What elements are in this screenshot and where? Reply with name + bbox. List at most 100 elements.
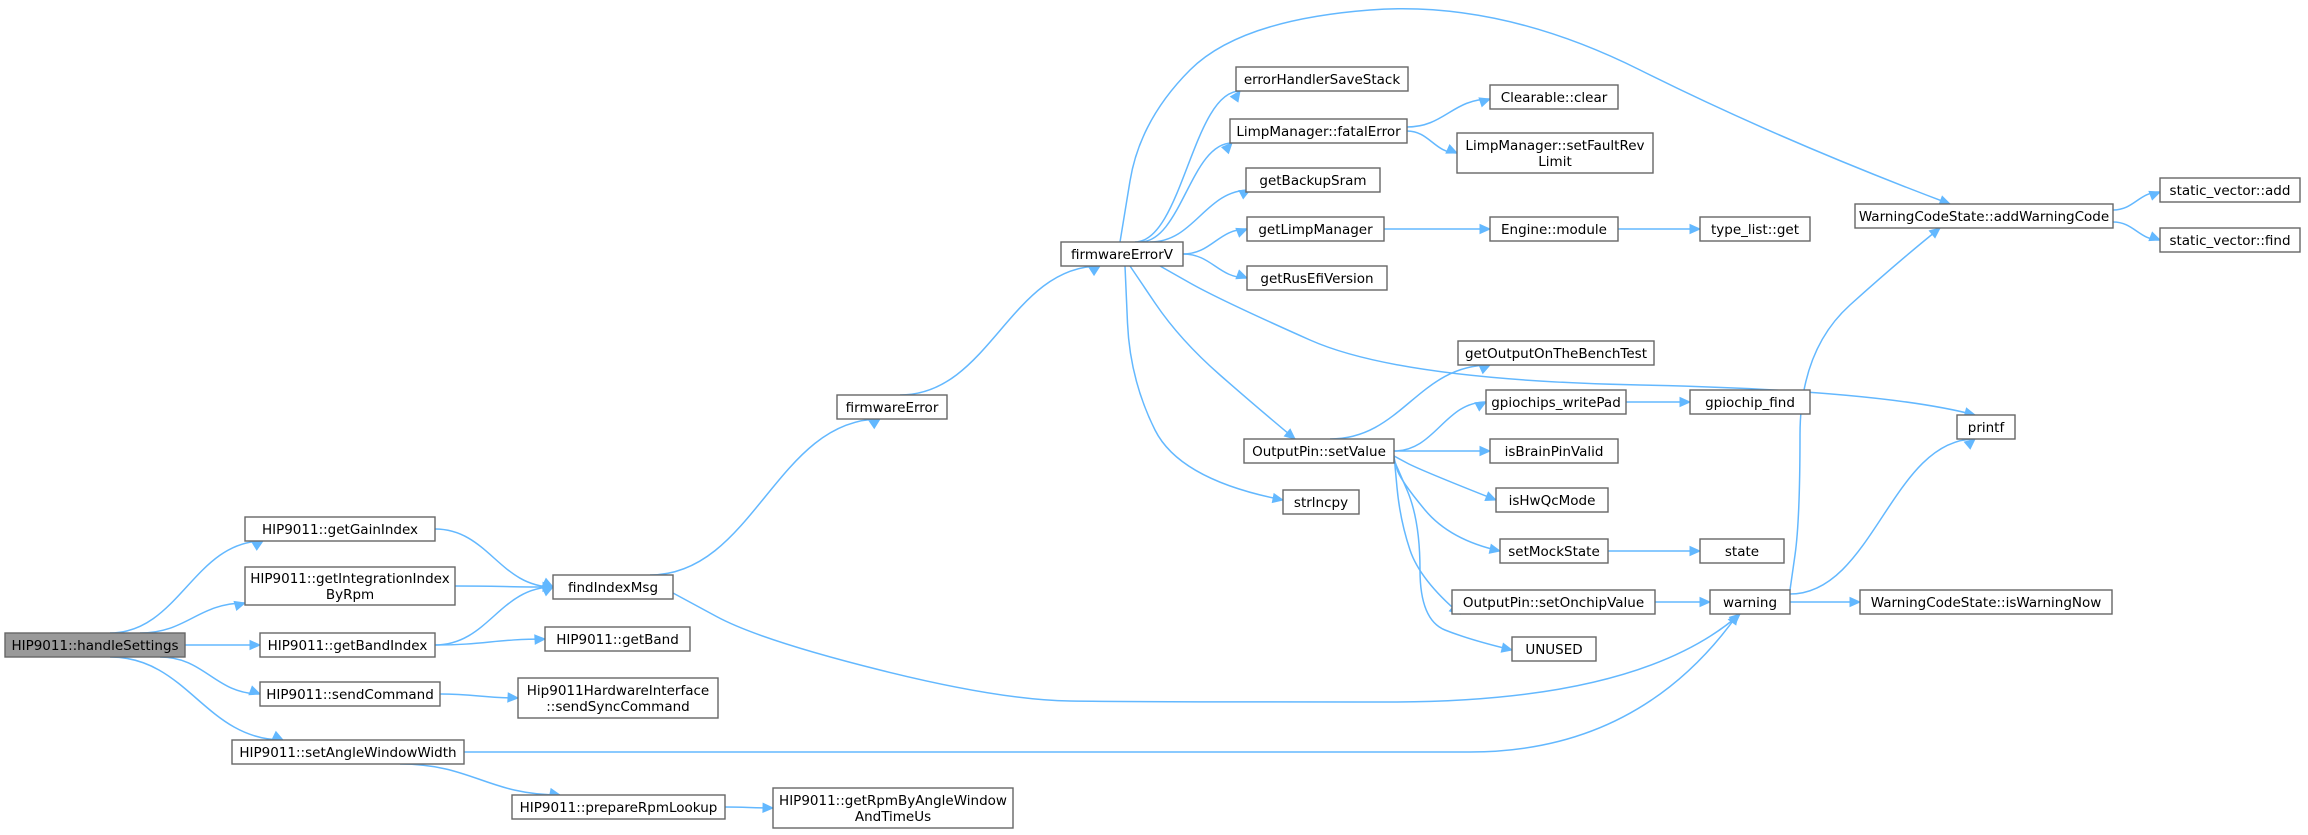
edge-setValue-to-isBrainPinValid bbox=[1393, 445, 1492, 457]
node-box bbox=[1235, 66, 1409, 92]
arrowhead bbox=[1283, 428, 1296, 440]
arrowhead bbox=[1271, 492, 1285, 504]
node-clearableClear[interactable]: Clearable::clear bbox=[1489, 84, 1619, 110]
node-getLimpManager[interactable]: getLimpManager bbox=[1246, 216, 1385, 242]
edge-line bbox=[1159, 265, 1976, 416]
node-addWarningCode[interactable]: WarningCodeState::addWarningCode bbox=[1854, 203, 2114, 229]
node-label: static_vector::add bbox=[2170, 183, 2291, 199]
node-firmwareErrorV[interactable]: firmwareErrorV bbox=[1060, 241, 1184, 267]
node-fatalError[interactable]: LimpManager::fatalError bbox=[1229, 118, 1408, 144]
node-setOnchipValue[interactable]: OutputPin::setOnchipValue bbox=[1451, 589, 1656, 615]
edge-getBandIndex-to-findIndexMsg bbox=[434, 586, 555, 646]
arrowhead bbox=[1235, 227, 1249, 238]
edge-line bbox=[1149, 189, 1251, 243]
nodes-layer: HIP9011::handleSettings HIP9011::getGainI… bbox=[4, 66, 2301, 829]
edge-line bbox=[109, 540, 264, 634]
arrowhead bbox=[1478, 364, 1492, 375]
edge-setValue-to-getOutputOnTheBenchTest bbox=[1329, 364, 1492, 440]
node-sendCommand[interactable]: HIP9011::sendCommand bbox=[259, 681, 441, 707]
arrowhead bbox=[1478, 97, 1492, 108]
edge-line bbox=[1124, 265, 1284, 501]
node-staticVectorAdd[interactable]: static_vector::add bbox=[2159, 177, 2301, 203]
arrowhead bbox=[762, 802, 775, 814]
node-handleSettings[interactable]: HIP9011::handleSettings bbox=[4, 632, 186, 658]
node-label: firmwareError bbox=[846, 400, 939, 416]
arrowhead bbox=[1699, 596, 1712, 608]
node-label: Engine::module bbox=[1501, 222, 1607, 238]
node-gpiochipsWritePad[interactable]: gpiochips_writePad bbox=[1485, 389, 1627, 415]
node-label: HIP9011::sendCommand bbox=[266, 687, 434, 703]
node-setMockState[interactable]: setMockState bbox=[1499, 538, 1609, 564]
node-label: HIP9011::getBandIndex bbox=[268, 638, 428, 654]
node-box bbox=[1956, 414, 2016, 440]
node-label: HIP9011::getBand bbox=[556, 632, 679, 648]
node-getGainIndex[interactable]: HIP9011::getGainIndex bbox=[244, 516, 436, 542]
node-label: Clearable::clear bbox=[1501, 90, 1608, 106]
node-label: isBrainPinValid bbox=[1505, 444, 1604, 460]
node-label: UNUSED bbox=[1525, 642, 1582, 658]
edge-warning-to-printf bbox=[1789, 438, 1976, 595]
node-label: strlncpy bbox=[1294, 495, 1348, 511]
edge-line bbox=[439, 693, 519, 699]
node-firmwareError[interactable]: firmwareError bbox=[836, 394, 948, 420]
node-prepareRpmLookup[interactable]: HIP9011::prepareRpmLookup bbox=[511, 794, 726, 820]
node-label: WarningCodeState::addWarningCode bbox=[1859, 209, 2109, 225]
node-label: gpiochip_find bbox=[1705, 395, 1795, 411]
edge-firmwareErrorV-to-setValue bbox=[1129, 265, 1296, 440]
edge-line bbox=[649, 418, 881, 576]
node-printf[interactable]: printf bbox=[1956, 414, 2016, 440]
arrowhead bbox=[534, 634, 547, 645]
node-setAngleWindowWidth[interactable]: HIP9011::setAngleWindowWidth bbox=[231, 739, 465, 765]
edge-line bbox=[1393, 459, 1513, 651]
node-gpiochipFind[interactable]: gpiochip_find bbox=[1689, 389, 1811, 415]
node-strlncpy[interactable]: strlncpy bbox=[1282, 489, 1360, 515]
node-getOutputOnTheBenchTest[interactable]: getOutputOnTheBenchTest bbox=[1457, 340, 1655, 366]
arrowhead bbox=[1474, 401, 1488, 412]
arrowhead bbox=[1220, 142, 1233, 155]
edge-getBandIndex-to-getBand bbox=[434, 634, 547, 646]
node-box bbox=[2159, 177, 2301, 203]
arrowhead bbox=[1445, 143, 1459, 154]
node-isWarningNow[interactable]: WarningCodeState::isWarningNow bbox=[1859, 589, 2113, 615]
edge-line bbox=[1119, 8, 1951, 243]
node-setValue[interactable]: OutputPin::setValue bbox=[1243, 438, 1395, 464]
node-errorHandlerSaveStack[interactable]: errorHandlerSaveStack bbox=[1235, 66, 1409, 92]
edge-setOnchipValue-to-warning bbox=[1654, 596, 1712, 608]
node-warning[interactable]: warning bbox=[1709, 589, 1791, 615]
arrowhead bbox=[868, 418, 882, 430]
node-getBandIndex[interactable]: HIP9011::getBandIndex bbox=[259, 632, 436, 658]
edge-line bbox=[1406, 98, 1491, 128]
node-getBand[interactable]: HIP9011::getBand bbox=[544, 626, 691, 652]
edge-handleSettings-to-sendCommand bbox=[159, 656, 262, 696]
edge-setValue-to-gpiochipsWritePad bbox=[1393, 401, 1488, 452]
node-label: AndTimeUs bbox=[855, 809, 931, 825]
node-isBrainPinValid[interactable]: isBrainPinValid bbox=[1489, 438, 1619, 464]
edge-line bbox=[109, 656, 284, 741]
edge-firmwareErrorV-to-getBackupSram bbox=[1149, 189, 1252, 243]
arrowhead bbox=[1849, 596, 1862, 608]
node-label: isHwQcMode bbox=[1509, 493, 1596, 509]
node-getBackupSram[interactable]: getBackupSram bbox=[1245, 167, 1381, 193]
arrowhead bbox=[251, 540, 265, 551]
arrowhead bbox=[1689, 223, 1702, 235]
node-unused[interactable]: UNUSED bbox=[1511, 636, 1597, 662]
node-box bbox=[1457, 340, 1655, 366]
node-typeListGet[interactable]: type_list::get bbox=[1699, 216, 1811, 242]
edge-firmwareErrorV-to-errorHandlerSaveStack bbox=[1134, 89, 1241, 243]
node-staticVectorFind[interactable]: static_vector::find bbox=[2159, 227, 2301, 253]
node-findIndexMsg[interactable]: findIndexMsg bbox=[552, 574, 674, 600]
node-state[interactable]: state bbox=[1699, 538, 1785, 564]
edge-line bbox=[1393, 401, 1487, 452]
arrowhead bbox=[249, 639, 262, 651]
node-sendSyncCommand[interactable]: Hip9011HardwareInterface::sendSyncComman… bbox=[517, 677, 719, 719]
node-box bbox=[4, 632, 186, 658]
node-getRusEfiVersion[interactable]: getRusEfiVersion bbox=[1246, 265, 1388, 291]
edge-firmwareErrorV-to-fatalError bbox=[1139, 142, 1233, 243]
node-engineModule[interactable]: Engine::module bbox=[1489, 216, 1619, 242]
node-box bbox=[1243, 438, 1395, 464]
node-isHwQcMode[interactable]: isHwQcMode bbox=[1495, 487, 1609, 513]
